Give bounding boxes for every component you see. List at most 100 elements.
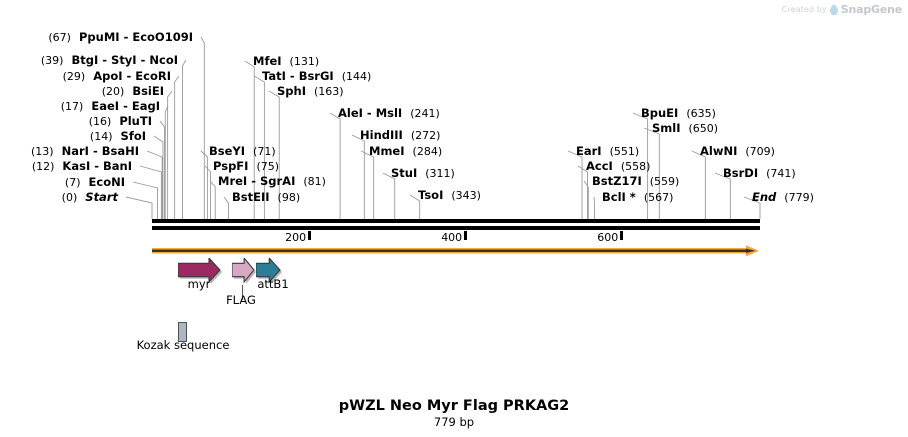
enzyme-position: (163) bbox=[314, 85, 344, 98]
enzyme-position: (779) bbox=[784, 191, 814, 204]
feature-box-kozak-sequence[interactable] bbox=[178, 322, 187, 342]
enzyme-position: (0) bbox=[61, 191, 78, 204]
enzyme-label-bstz17i[interactable]: BstZ17I (559) bbox=[592, 175, 679, 188]
ruler-tick-200 bbox=[308, 231, 312, 240]
snapgene-logo-icon bbox=[829, 3, 838, 16]
leader-line-bstell bbox=[223, 196, 229, 219]
leader-line-alei-msli bbox=[329, 112, 341, 219]
enzyme-position: (650) bbox=[688, 122, 719, 135]
feature-label-kozak-sequence: Kozak sequence bbox=[136, 338, 230, 352]
enzyme-name: EcoO109I bbox=[132, 30, 193, 44]
leader-line-bstz17i bbox=[583, 180, 589, 219]
enzyme-label-pspfi[interactable]: PspFI (75) bbox=[213, 160, 279, 173]
enzyme-label-sfoi[interactable]: (14) SfoI bbox=[90, 130, 146, 143]
enzyme-label-tati-bsrgi[interactable]: TatI - BsrGI (144) bbox=[262, 70, 371, 83]
enzyme-name-separator: - bbox=[90, 159, 103, 173]
enzyme-label-bcli[interactable]: BclI * (567) bbox=[602, 191, 673, 204]
enzyme-position: (81) bbox=[303, 175, 326, 188]
enzyme-position: (17) bbox=[60, 100, 84, 113]
enzyme-name: BstEII bbox=[232, 190, 270, 204]
enzyme-label-econi[interactable]: (7) EcoNI bbox=[65, 176, 125, 189]
orf-arrow[interactable] bbox=[150, 243, 762, 262]
dna-strand-top bbox=[152, 219, 760, 223]
enzyme-label-acci[interactable]: AccI (558) bbox=[586, 160, 650, 173]
feature-arrow-flag[interactable] bbox=[231, 256, 257, 289]
enzyme-name: EcoRI bbox=[135, 69, 171, 83]
enzyme-name: TatI bbox=[262, 69, 286, 83]
enzyme-label-smli[interactable]: SmlI (650) bbox=[652, 122, 718, 135]
ruler-label-200: 200 bbox=[285, 231, 307, 244]
enzyme-position: (67) bbox=[48, 31, 71, 44]
enzyme-label-pluti[interactable]: (16) PluTI bbox=[89, 115, 152, 128]
leader-line-end bbox=[743, 196, 761, 219]
enzyme-label-bstell[interactable]: BstEII (98) bbox=[232, 191, 300, 204]
enzyme-position: (272) bbox=[410, 129, 441, 142]
enzyme-name: SfoI bbox=[120, 129, 146, 143]
enzyme-name-separator: - bbox=[98, 53, 112, 67]
enzyme-name: PpuMI bbox=[79, 30, 120, 44]
enzyme-position: (39) bbox=[40, 54, 64, 67]
enzyme-name-separator: - bbox=[88, 144, 102, 158]
enzyme-label-stui[interactable]: StuI (311) bbox=[391, 167, 455, 180]
enzyme-name: SgrAI bbox=[259, 174, 296, 188]
enzyme-label-end[interactable]: End (779) bbox=[752, 191, 814, 204]
enzyme-label-ppumi-ecoo109i[interactable]: (67) PpuMI - EcoO109I bbox=[48, 31, 193, 44]
leader-line-mrei-sgrai bbox=[209, 180, 216, 219]
leader-line-bseyi bbox=[200, 150, 208, 219]
leader-line-hindiii bbox=[351, 134, 365, 219]
feature-arrow-attb1[interactable] bbox=[255, 256, 283, 289]
enzyme-label-tsoi[interactable]: TsoI (343) bbox=[418, 189, 481, 202]
feature-label-myr: myr bbox=[187, 277, 211, 291]
enzyme-name-separator: - bbox=[122, 69, 136, 83]
enzyme-name-separator: - bbox=[247, 174, 260, 188]
leader-line-mmei bbox=[360, 150, 375, 219]
enzyme-label-apoi-ecori[interactable]: (29) ApoI - EcoRI bbox=[63, 70, 171, 83]
enzyme-label-nari-bsahi[interactable]: (13) NarI - BsaHI bbox=[31, 145, 139, 158]
enzyme-name: EaeI bbox=[91, 99, 120, 113]
leader-line-eaei-eagi bbox=[164, 105, 169, 219]
ruler-label-600: 600 bbox=[597, 231, 619, 244]
leader-line-bsiei bbox=[167, 90, 173, 219]
enzyme-name: SmlI bbox=[652, 121, 681, 135]
enzyme-label-btgi-styi-ncoi[interactable]: (39) BtgI - StyI - NcoI bbox=[41, 54, 178, 67]
enzyme-position: (311) bbox=[425, 167, 455, 180]
sequence-length-label: 779 bp bbox=[433, 415, 475, 429]
leader-line-alwni bbox=[691, 150, 706, 219]
ruler-tick-600 bbox=[620, 231, 624, 240]
enzyme-name: BclI * bbox=[602, 190, 636, 204]
enzyme-label-mfei[interactable]: MfeI (131) bbox=[253, 55, 319, 68]
enzyme-label-start[interactable]: (0) Start bbox=[62, 191, 118, 204]
enzyme-position: (75) bbox=[256, 160, 280, 173]
leader-line-mfei bbox=[244, 60, 255, 219]
leader-line-bpuei bbox=[632, 112, 649, 219]
enzyme-label-kasi-bani[interactable]: (12) KasI - BanI bbox=[32, 160, 132, 173]
leader-line-btgi-styi-ncoi bbox=[181, 59, 187, 219]
leader-line-bsrdi bbox=[714, 172, 731, 219]
enzyme-label-alwni[interactable]: AlwNI (709) bbox=[700, 145, 775, 158]
enzyme-position: (567) bbox=[643, 191, 674, 204]
enzyme-label-eaei-eagi[interactable]: (17) EaeI - EagI bbox=[61, 100, 160, 113]
enzyme-label-bsiei[interactable]: (20) BsiEI bbox=[102, 85, 164, 98]
enzyme-position: (13) bbox=[30, 145, 54, 158]
enzyme-position: (241) bbox=[410, 107, 440, 120]
dna-strand-bottom bbox=[152, 226, 760, 230]
enzyme-label-eari[interactable]: EarI (551) bbox=[576, 145, 639, 158]
leader-line-pspfi bbox=[204, 165, 211, 219]
enzyme-position: (20) bbox=[101, 85, 125, 98]
enzyme-label-hindiii[interactable]: HindIII (272) bbox=[360, 129, 440, 142]
enzyme-label-mmei[interactable]: MmeI (284) bbox=[369, 145, 442, 158]
enzyme-label-mrei-sgrai[interactable]: MreI - SgrAI (81) bbox=[218, 175, 326, 188]
enzyme-label-bpuei[interactable]: BpuEI (635) bbox=[641, 107, 716, 120]
feature-arrow-myr[interactable] bbox=[177, 256, 223, 289]
enzyme-label-sphi[interactable]: SphI (163) bbox=[277, 85, 344, 98]
enzyme-position: (144) bbox=[341, 70, 372, 83]
enzyme-label-bseyi[interactable]: BseYI (71) bbox=[209, 145, 276, 158]
enzyme-label-bsrdi[interactable]: BsrDI (741) bbox=[723, 167, 796, 180]
enzyme-name: BstZ17I bbox=[592, 174, 642, 188]
leader-line-smli bbox=[643, 127, 660, 219]
enzyme-label-alei-msli[interactable]: AleI - MslI (241) bbox=[338, 107, 440, 120]
enzyme-name: BsaHI bbox=[101, 144, 139, 158]
enzyme-name: PluTI bbox=[119, 114, 152, 128]
leader-line-tati-bsrgi bbox=[253, 75, 265, 219]
